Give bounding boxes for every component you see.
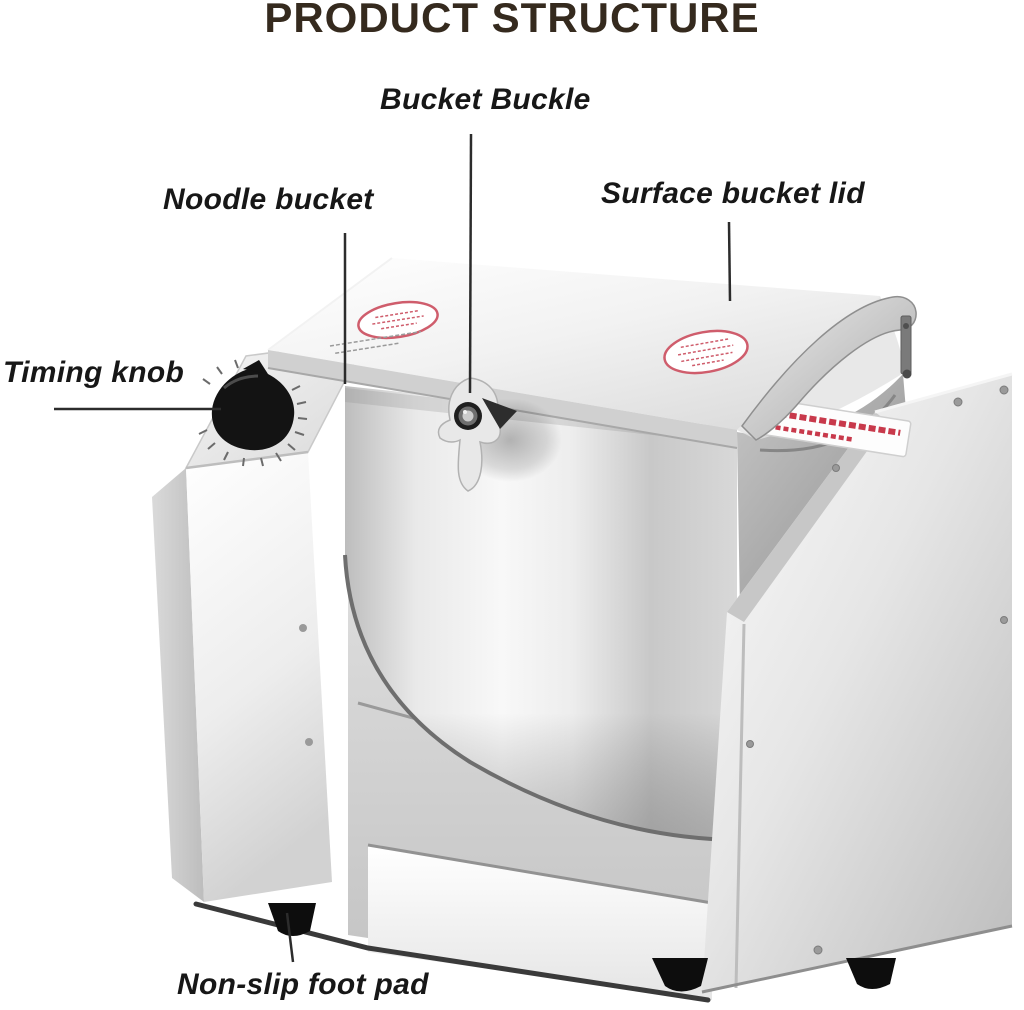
bucket-buckle-graphic [437,377,562,492]
timing-dial-ticks [198,359,308,467]
leader-lines [54,133,732,963]
foot-pad-left [268,903,316,936]
housing-rivets [746,385,1009,955]
foot-pad-far-right [846,958,896,989]
motor-housing [701,372,1013,994]
foot-pads [268,903,896,992]
label-timing-knob: Timing knob [3,356,185,389]
label-bucket-buckle: Bucket Buckle [380,83,591,116]
base-edge [193,901,711,1003]
lid-sticker-right [663,329,749,375]
lid-handle [741,295,917,441]
housing-label-sticker [757,397,912,458]
timing-knob-graphic [211,360,295,451]
label-surface-bucket-lid: Surface bucket lid [601,177,865,210]
lid-sticker-left [357,300,439,340]
leader-non-slip-foot-pad [285,912,295,963]
leader-surface-bucket-lid [727,221,732,302]
leader-bucket-buckle [468,133,473,394]
timing-knob-tower [152,339,368,902]
label-non-slip-foot-pad: Non-slip foot pad [177,968,429,1001]
label-noodle-bucket: Noodle bucket [163,183,374,216]
foot-pad-right [652,958,708,992]
page-title: PRODUCT STRUCTURE [264,0,760,41]
